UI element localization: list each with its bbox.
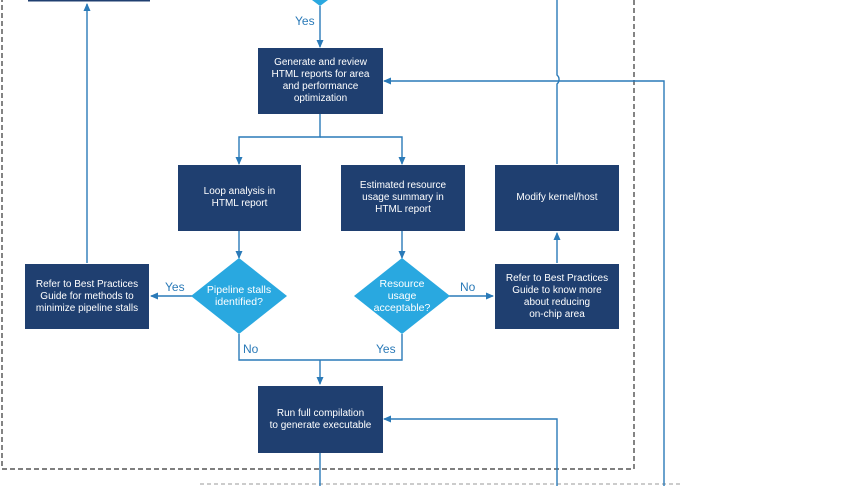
decision-pipeline-stalls-text: Pipeline stalls identified?	[206, 284, 272, 308]
modify-kernel-box: Modify kernel/host	[495, 165, 619, 231]
generate-reports-box: Generate and review HTML reports for are…	[258, 48, 383, 114]
label-usage-yes: Yes	[376, 342, 396, 356]
label-stalls-no: No	[243, 342, 259, 356]
dashed-region-border	[1, 0, 635, 470]
top-decision-tip	[312, 0, 328, 6]
decision-resource-usage-text: Resource usage acceptable?	[373, 278, 431, 314]
line-usage-yes	[320, 334, 403, 361]
best-practices-area-box: Refer to Best Practices Guide to know mo…	[495, 264, 619, 329]
arrow-generate-to-loop	[235, 114, 321, 165]
label-top-yes: Yes	[295, 14, 315, 28]
loop-analysis-box: Loop analysis in HTML report	[178, 165, 301, 231]
decision-pipeline-stalls	[191, 258, 287, 334]
arrow-bottom-loop-to-compile	[383, 415, 558, 486]
label-stalls-yes: Yes	[165, 280, 185, 294]
full-compilation-box: Run full compilation to generate executa…	[258, 386, 383, 453]
arrow-generate-to-resource	[320, 136, 406, 165]
label-usage-no: No	[460, 280, 476, 294]
line-stalls-no	[238, 334, 320, 361]
arrow-right-loop-to-generate	[383, 77, 665, 486]
decision-resource-usage	[354, 258, 450, 334]
resource-summary-box: Estimated resource usage summary in HTML…	[341, 165, 465, 231]
line-modify-up	[556, 0, 560, 164]
best-practices-stalls-box: Refer to Best Practices Guide for method…	[25, 264, 149, 329]
